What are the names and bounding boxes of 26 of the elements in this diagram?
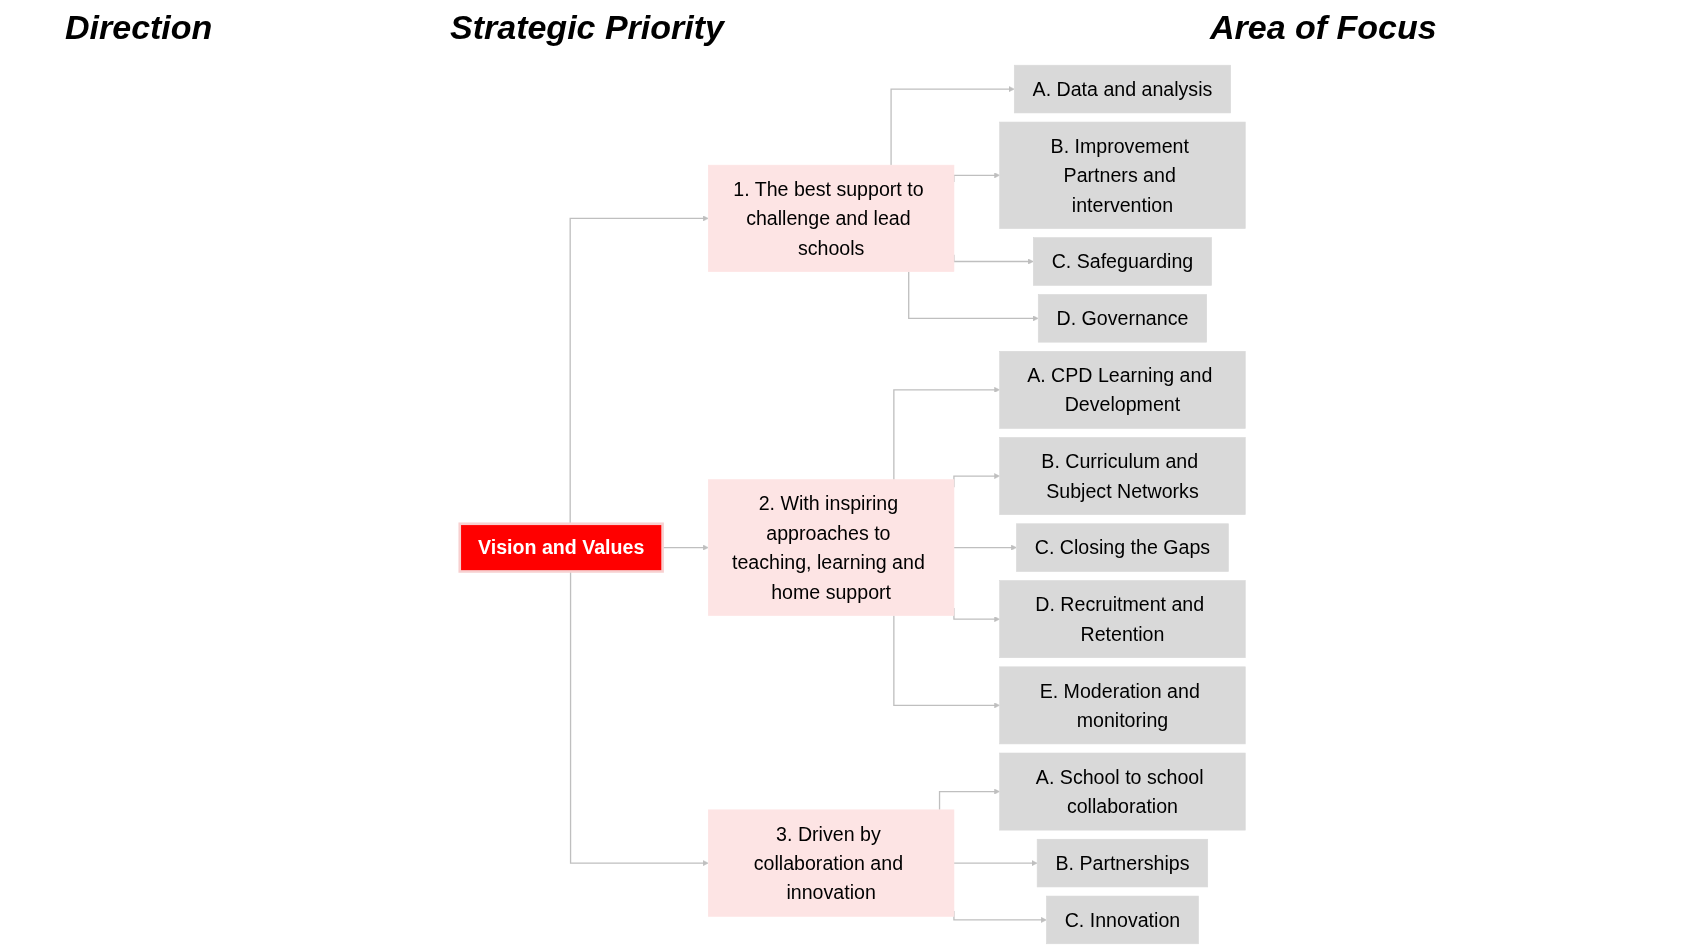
node-box: 1. The best support to challenge and lead schools xyxy=(708,164,955,272)
node-box: C. Safeguarding xyxy=(1033,237,1212,286)
node-box: A. CPD Learning and Development xyxy=(999,351,1246,429)
node-box: B. Partnerships xyxy=(1036,838,1209,888)
column-heading: Direction xyxy=(65,8,213,47)
arrow xyxy=(890,86,1015,166)
arrow xyxy=(953,860,1038,866)
node-box: 2. With inspiring approaches to teaching, learning and home support xyxy=(708,479,955,616)
node-box: Vision and Values xyxy=(458,522,664,573)
node-box: D. Governance xyxy=(1037,294,1207,343)
node-box: B. Curriculum and Subject Networks xyxy=(999,437,1246,515)
column-heading: Strategic Priority xyxy=(450,8,724,47)
column-heading: Area of Focus xyxy=(1210,8,1437,47)
node-box: A. Data and analysis xyxy=(1013,64,1231,114)
node-box: 3. Driven by collaboration and innovation xyxy=(708,809,955,917)
node-box: D. Recruitment and Retention xyxy=(999,580,1246,658)
node-box: E. Moderation and monitoring xyxy=(999,666,1246,745)
node-box: C. Closing the Gaps xyxy=(1016,523,1229,572)
arrow xyxy=(953,544,1017,551)
arrow xyxy=(908,271,1039,322)
arrow xyxy=(893,387,1000,481)
node-box: A. School to school collaboration xyxy=(999,752,1246,831)
arrow xyxy=(893,614,1000,709)
node-box: B. Improvement Partners and intervention xyxy=(999,121,1246,229)
node-box: C. Innovation xyxy=(1046,895,1199,945)
arrow xyxy=(938,788,1000,811)
